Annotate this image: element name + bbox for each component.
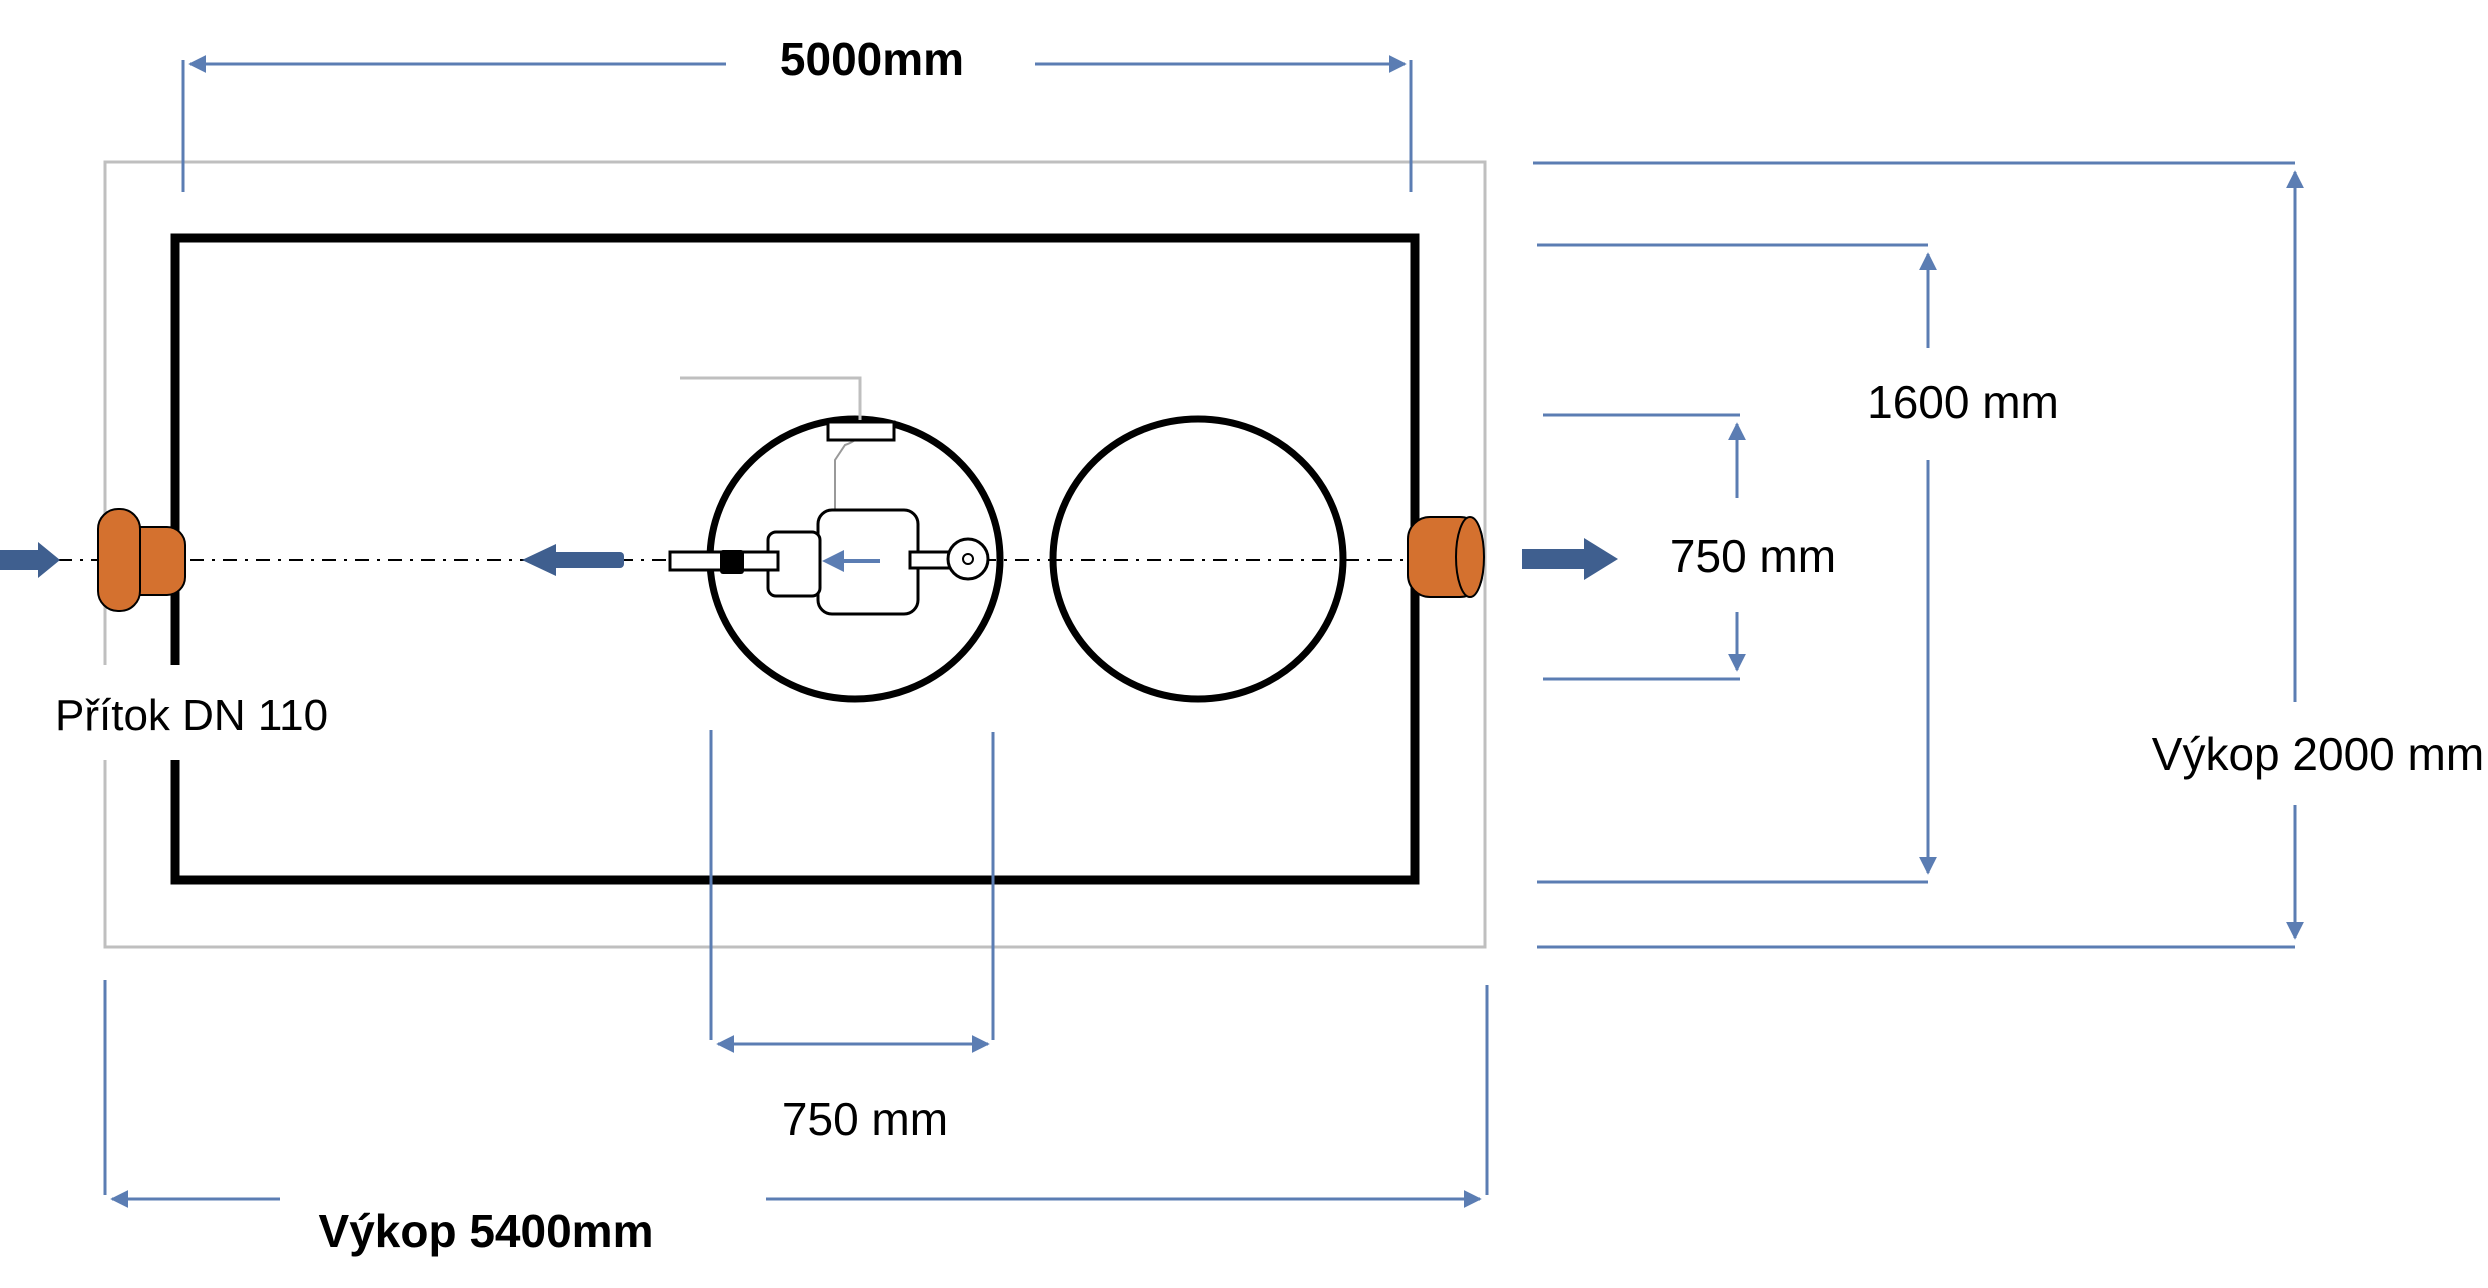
dimension-tank-width (1537, 243, 1937, 884)
label-pipe-spacing: 750 mm (1670, 530, 1836, 582)
pump-inlet-stub (908, 550, 954, 570)
flow-arrow-tank (522, 544, 556, 576)
float-switch (946, 537, 990, 581)
flow-arrow-inlet (38, 542, 60, 578)
dimension-chamber-diameter (709, 730, 995, 1053)
label-excavation-width: Výkop 2000 mm (2152, 728, 2484, 780)
label-tank-width: 1600 mm (1867, 376, 2059, 428)
label-inflow: Přítok DN 110 (55, 691, 328, 740)
check-valve (720, 550, 744, 574)
flow-arrow-outlet (1584, 538, 1618, 580)
label-chamber-diameter: 750 mm (782, 1093, 948, 1145)
label-excavation-length: Výkop 5400mm (319, 1205, 654, 1257)
dimension-tank-length (181, 55, 1413, 192)
label-tank-length: 5000mm (780, 33, 964, 85)
dimension-excavation-width (1533, 161, 2304, 949)
chamber-settling (1049, 415, 1347, 703)
outlet-pipe-fitting (1407, 516, 1485, 598)
control-cable (680, 376, 862, 420)
access-cover (826, 420, 896, 442)
inflow-label-gap (90, 665, 390, 760)
internal-flow-arrow (822, 550, 844, 572)
dimension-pipe-spacing (1543, 413, 1746, 681)
dimension-excavation-length (103, 980, 1489, 1208)
inlet-pipe-fitting (97, 508, 186, 612)
